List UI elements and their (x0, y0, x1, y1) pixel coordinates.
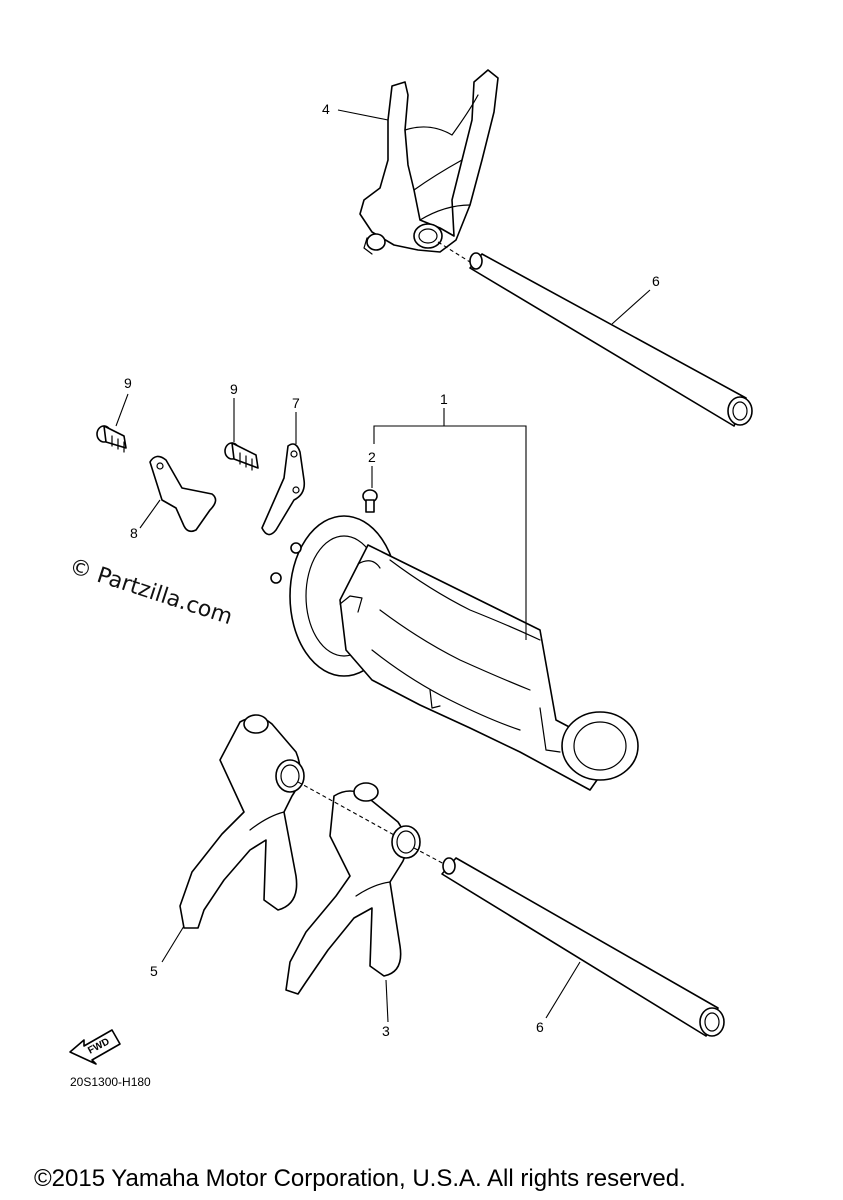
guide-bar-6-lower[interactable] (441, 857, 725, 1037)
callout-7: 7 (292, 395, 300, 411)
bolt-9-right[interactable] (224, 442, 259, 471)
callout-1: 1 (440, 391, 448, 407)
copyright-notice: ©2015 Yamaha Motor Corporation, U.S.A. A… (34, 1165, 686, 1192)
shift-drum-1[interactable] (270, 515, 639, 791)
callout-6-top: 6 (652, 273, 660, 289)
watermark: © Partzilla.com (66, 554, 235, 630)
callout-4: 4 (322, 101, 330, 117)
callout-8: 8 (130, 525, 138, 541)
shift-fork-4[interactable] (359, 69, 499, 255)
callout-3: 3 (382, 1023, 390, 1039)
shift-fork-5[interactable] (179, 714, 305, 929)
diagram-code: 20S1300-H180 (70, 1075, 151, 1089)
alignment-line (297, 781, 397, 837)
shift-fork-3[interactable] (285, 782, 421, 995)
callout-9-left: 9 (124, 375, 132, 391)
leader-lines (115, 109, 651, 1023)
pin-2[interactable] (362, 489, 378, 513)
callout-6-bottom: 6 (536, 1019, 544, 1035)
stopper-lever-8[interactable] (149, 455, 217, 533)
bolt-9-left[interactable] (96, 425, 127, 453)
alignment-line (437, 241, 471, 263)
fwd-arrow-icon: FWD (69, 1029, 121, 1065)
guide-bar-6-upper[interactable] (469, 252, 753, 427)
callout-2: 2 (368, 449, 376, 465)
callout-5: 5 (150, 963, 158, 979)
callout-9-right: 9 (230, 381, 238, 397)
stopper-plate-7[interactable] (261, 443, 306, 536)
